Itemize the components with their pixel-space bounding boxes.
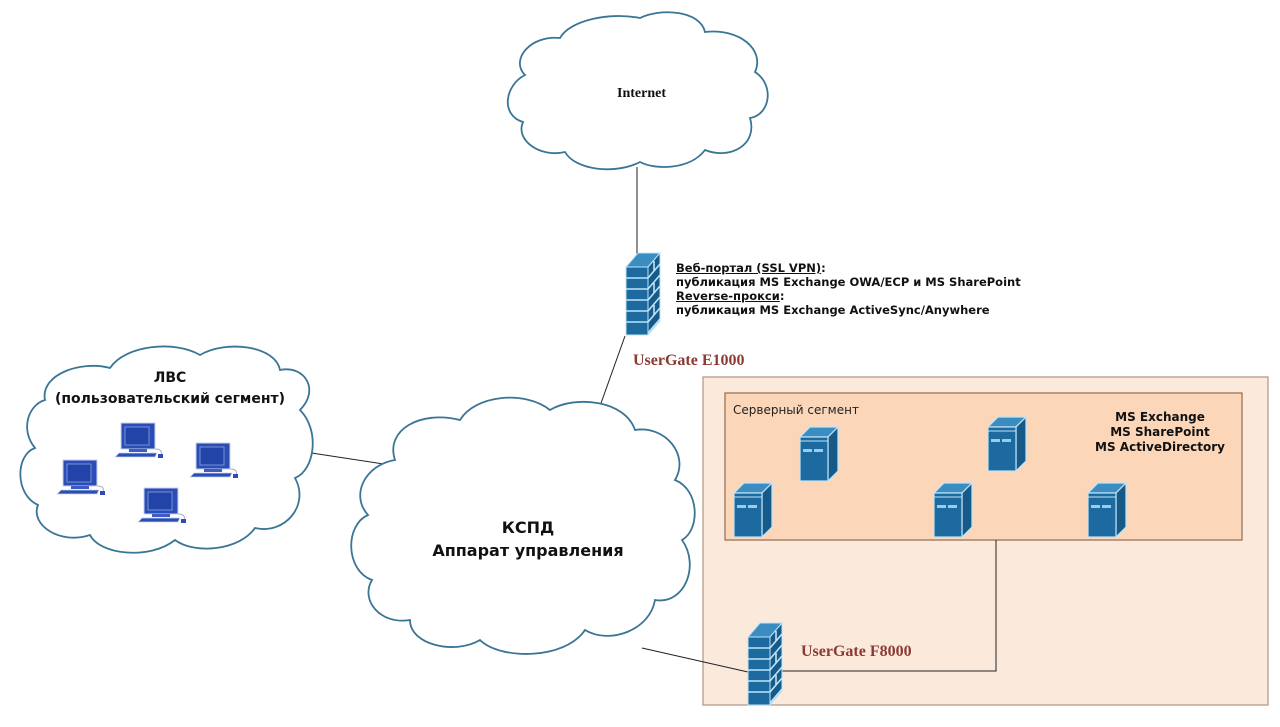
server-icon xyxy=(1087,482,1127,538)
lan-title: ЛВС xyxy=(153,370,187,386)
firewall-icon-f8000 xyxy=(747,622,783,706)
server-services-list: MS Exchange MS SharePoint MS ActiveDirec… xyxy=(1090,410,1230,455)
link-lan-kspd xyxy=(304,451,391,466)
service-active-directory: MS ActiveDirectory xyxy=(1095,440,1225,454)
server-icon xyxy=(987,416,1027,472)
note-ssl-vpn-detail: публикация MS Exchange OWA/ECP и MS Shar… xyxy=(676,275,1021,289)
service-sharepoint: MS SharePoint xyxy=(1110,425,1210,439)
usergate-e1000-label: UserGate E1000 xyxy=(633,352,745,369)
kspd-cloud xyxy=(350,396,696,655)
note-reverse-proxy-heading: Reverse-прокси: xyxy=(676,289,785,303)
e1000-publication-notes: Веб-портал (SSL VPN): публикация MS Exch… xyxy=(676,261,1021,317)
service-exchange: MS Exchange xyxy=(1115,410,1205,424)
lan-subtitle: (пользовательский сегмент) xyxy=(54,391,286,407)
server-icon xyxy=(799,426,839,482)
note-ssl-vpn-heading: Веб-портал (SSL VPN): xyxy=(676,261,826,275)
kspd-subtitle: Аппарат управления xyxy=(432,541,624,560)
server-segment-label: Серверный сегмент xyxy=(733,403,859,417)
lan-cloud xyxy=(19,345,314,554)
internet-cloud xyxy=(506,11,769,171)
firewall-icon-e1000 xyxy=(625,252,661,336)
server-icon xyxy=(733,482,773,538)
kspd-title: КСПД xyxy=(501,518,555,537)
link-f8000-server-segment xyxy=(782,540,997,672)
note-reverse-proxy-detail: публикация MS Exchange ActiveSync/Anywhe… xyxy=(676,303,990,317)
link-kspd-f8000 xyxy=(641,647,749,673)
internet-label: Internet xyxy=(617,86,666,101)
usergate-f8000-label: UserGate F8000 xyxy=(801,643,912,660)
server-icon xyxy=(933,482,973,538)
